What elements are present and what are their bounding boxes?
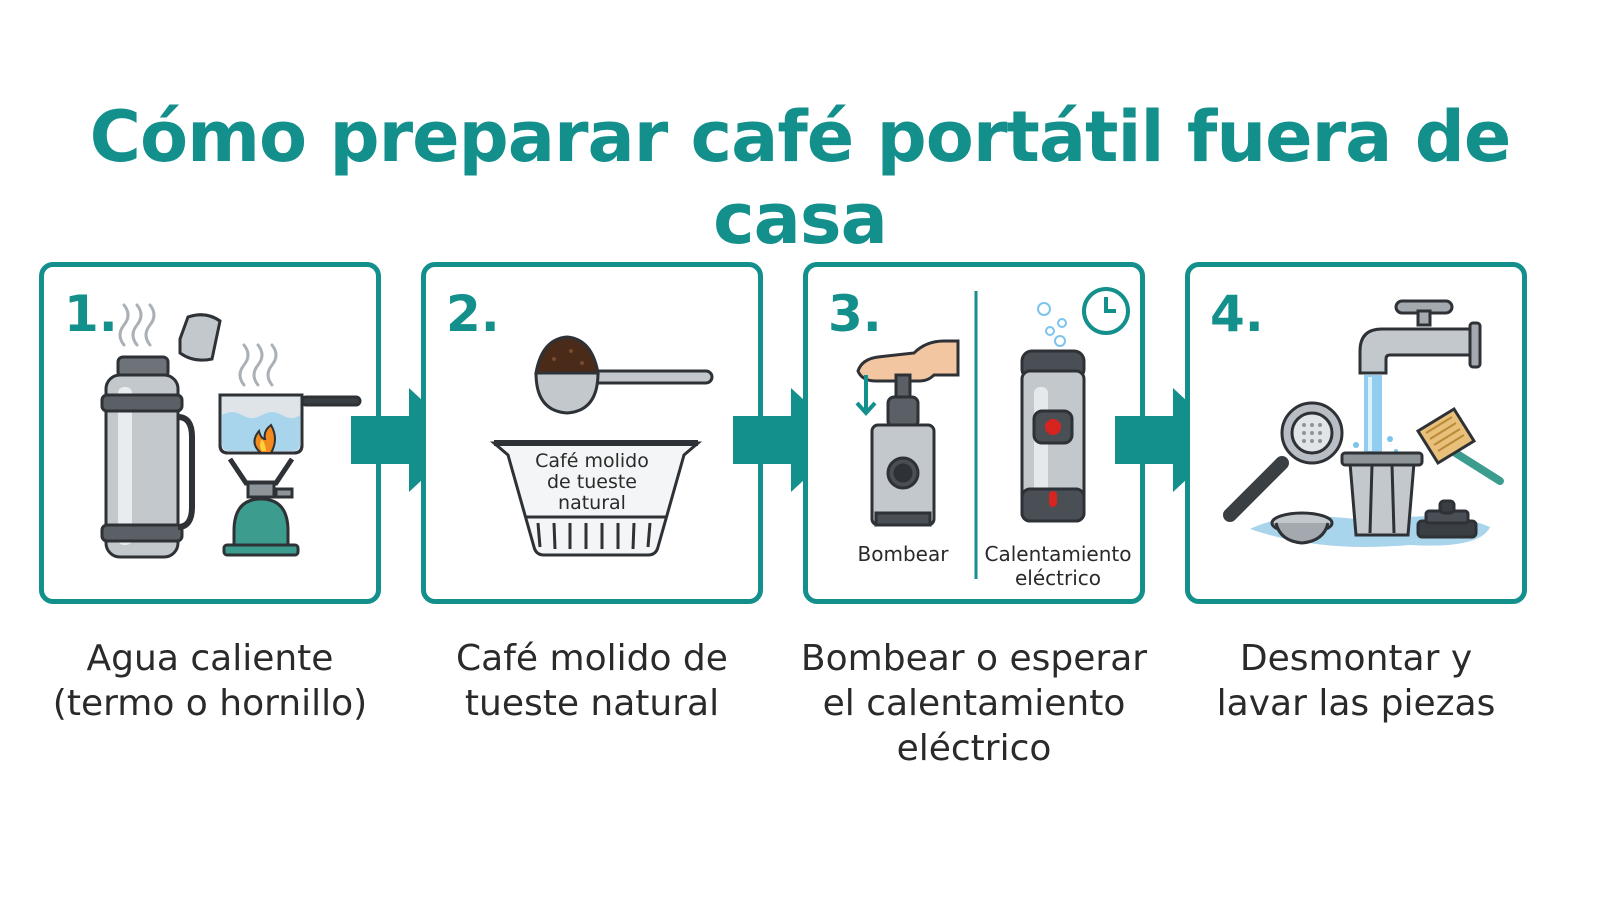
electric-label-line-1: Calentamiento — [985, 542, 1132, 566]
step-3-caption-line: el calentamiento — [822, 683, 1126, 724]
step-2-caption-line: tueste natural — [464, 683, 720, 724]
steam-icon — [118, 303, 156, 347]
step-4-panel: 4. — [1185, 262, 1527, 604]
step-4-caption: Desmontar y lavar las piezas — [1166, 636, 1546, 726]
step-3-caption: Bombear o esperar el calentamiento eléct… — [784, 636, 1164, 771]
electric-label-line-2: eléctrico — [1015, 566, 1101, 590]
basket-label-line-2: de tueste — [547, 471, 637, 493]
step-1-number: 1. — [64, 285, 118, 343]
step-2-number: 2. — [446, 285, 500, 343]
step-4-caption-line: Desmontar y — [1239, 638, 1473, 679]
step-3-number: 3. — [828, 285, 882, 343]
hand-pump-icon — [856, 339, 960, 383]
step-3-panel: 3. Bombear — [803, 262, 1145, 604]
steam-icon — [238, 343, 278, 387]
down-arrow-icon — [855, 375, 877, 416]
step-1-caption-line: (termo o hornillo) — [52, 683, 368, 724]
measuring-scoop-icon — [534, 369, 714, 415]
espresso-maker-icon — [870, 373, 936, 527]
thermos-cup-icon — [178, 313, 222, 362]
flame-icon — [253, 423, 276, 454]
basket-label-line-3: natural — [558, 492, 626, 514]
step-2-caption-line: Café molido de — [456, 638, 728, 679]
thermos-icon — [100, 355, 195, 559]
step-2-caption: Café molido de tueste natural — [402, 636, 782, 726]
step-4-number: 4. — [1210, 285, 1264, 343]
step-1-panel: 1. — [39, 262, 381, 604]
pot-icon — [218, 393, 362, 455]
faucet-icon — [1358, 299, 1482, 375]
portafilter-icon — [1223, 401, 1344, 522]
clock-icon — [1082, 287, 1130, 335]
step-1-caption: Agua caliente (termo o hornillo) — [20, 636, 400, 726]
filter-basket-icon — [489, 440, 703, 557]
basket-label-line-1: Café molido — [535, 450, 649, 472]
camping-stove-icon — [222, 457, 300, 557]
brush-icon — [1415, 406, 1504, 485]
electric-maker-icon — [1020, 349, 1086, 523]
pump-label: Bombear — [858, 542, 950, 566]
step-3-caption-line: eléctrico — [896, 728, 1052, 769]
bubbles-icon — [1037, 302, 1067, 347]
step-2-panel: 2. C — [421, 262, 763, 604]
water-stream-icon — [1353, 375, 1398, 455]
step-1-caption-line: Agua caliente — [86, 638, 334, 679]
page-title: Cómo preparar café portátil fuera de cas… — [89, 96, 1512, 260]
coffee-grounds-icon — [534, 335, 600, 375]
step-3-caption-line: Bombear o esperar — [800, 638, 1148, 679]
step-4-caption-line: lavar las piezas — [1216, 683, 1496, 724]
espresso-parts-icon — [1270, 451, 1478, 545]
